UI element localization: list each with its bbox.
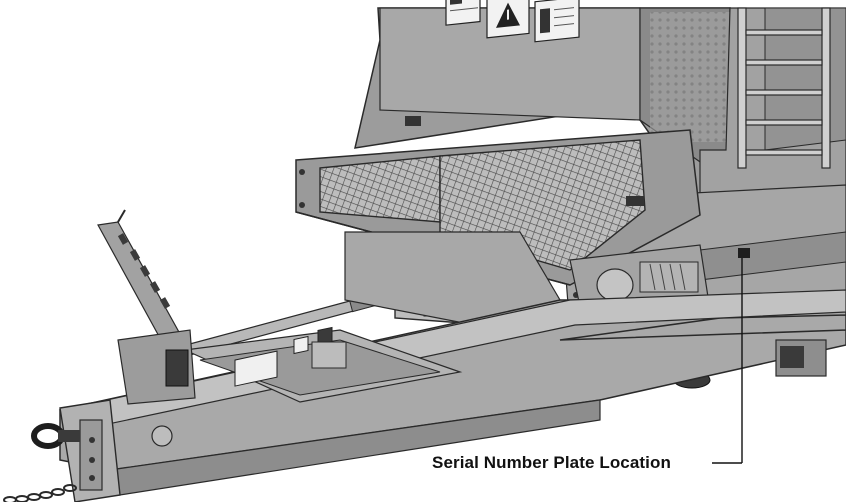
safety-decal-icon bbox=[534, 0, 580, 43]
hitch-ring-icon bbox=[31, 423, 80, 449]
warning-triangle-icon bbox=[486, 0, 530, 39]
beam-decal bbox=[234, 350, 278, 387]
safety-decal-icon bbox=[445, 0, 481, 26]
safety-chain-icon bbox=[3, 484, 77, 502]
serial-number-plate bbox=[738, 248, 750, 258]
hitch bbox=[3, 399, 121, 502]
serial-number-callout-label: Serial Number Plate Location bbox=[432, 453, 671, 472]
hose-holder bbox=[97, 209, 347, 405]
safety-decals bbox=[445, 0, 580, 43]
hopper-body bbox=[354, 7, 846, 251]
ladder bbox=[737, 7, 831, 169]
trailer-frame bbox=[58, 289, 846, 496]
callout-leader bbox=[712, 258, 743, 464]
